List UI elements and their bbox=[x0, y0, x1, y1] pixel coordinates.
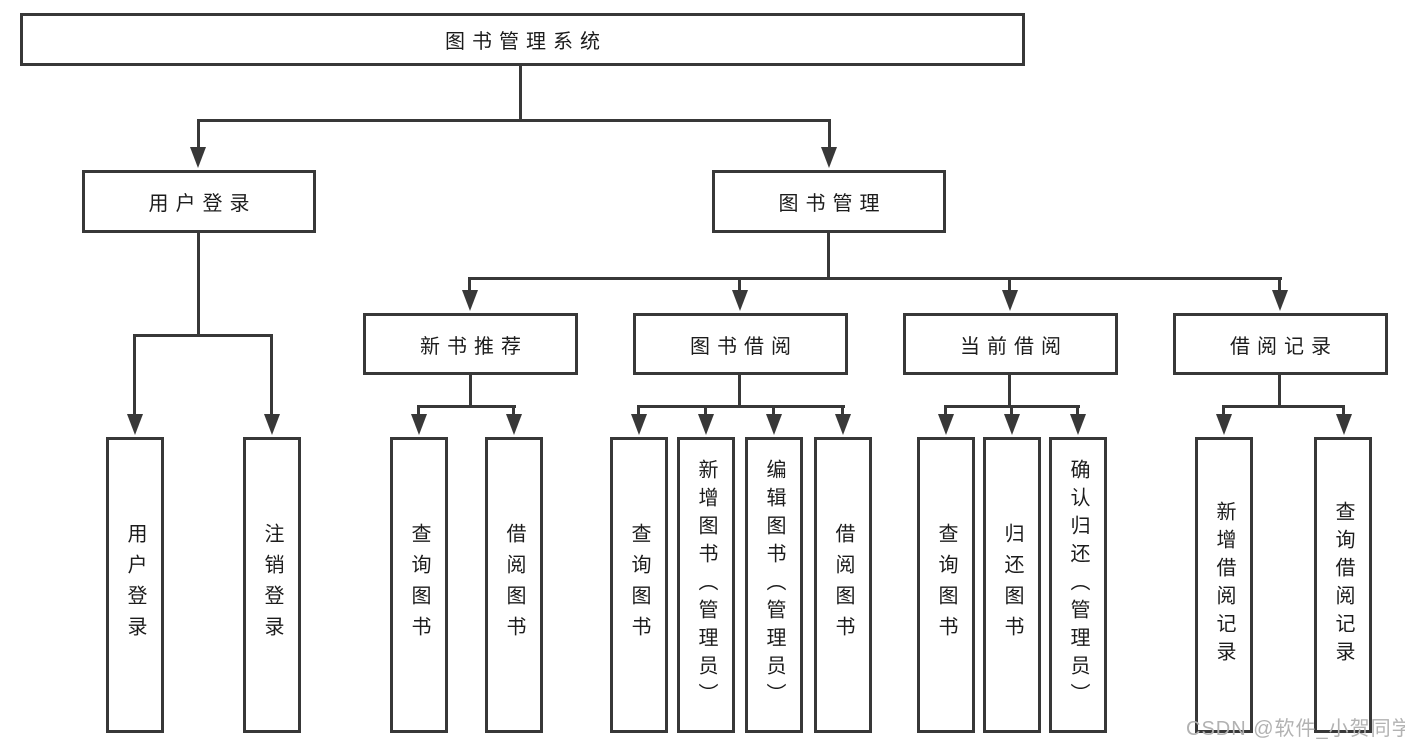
leaf-bb-query-book: 查询图书 bbox=[610, 437, 668, 733]
arrowhead-bb-add-book bbox=[698, 414, 714, 435]
connector-to-book-borrow bbox=[738, 277, 741, 293]
leaf-bb-borrow-book: 借阅图书 bbox=[814, 437, 872, 733]
connector-borrow-records-split bbox=[1222, 405, 1345, 408]
connector-root-split bbox=[197, 119, 831, 122]
connector-to-book-mgmt bbox=[828, 119, 831, 151]
connector-leaf-line bbox=[1010, 405, 1013, 417]
arrowhead-new-book-rec bbox=[462, 290, 478, 311]
arrowhead-leaf-logout bbox=[264, 414, 280, 435]
leaf-logout: 注销登录 bbox=[243, 437, 301, 733]
arrowhead-cb-return-book bbox=[1004, 414, 1020, 435]
arrowhead-bb-borrow-book bbox=[835, 414, 851, 435]
arrowhead-br-add-record bbox=[1216, 414, 1232, 435]
node-current-borrow: 当前借阅 bbox=[903, 313, 1118, 375]
arrowhead-cb-query-book bbox=[938, 414, 954, 435]
leaf-cb-query-book: 查询图书 bbox=[917, 437, 975, 733]
connector-leaf-line bbox=[512, 405, 515, 417]
node-library-system: 图书管理系统 bbox=[20, 13, 1025, 66]
connector-user-login-split bbox=[134, 334, 273, 337]
connector-leaf-line bbox=[704, 405, 707, 417]
connector-book-borrow-trunk bbox=[738, 375, 741, 407]
arrowhead-user-login bbox=[190, 147, 206, 168]
connector-leaf-line bbox=[1222, 405, 1225, 417]
leaf-bb-add-book: 新增图书（管理员） bbox=[677, 437, 735, 733]
connector-to-leaf-user-login bbox=[133, 334, 136, 417]
node-book-mgmt: 图书管理 bbox=[712, 170, 946, 233]
connector-to-borrow-records bbox=[1278, 277, 1281, 293]
leaf-cb-return-book: 归还图书 bbox=[983, 437, 1041, 733]
leaf-bb-edit-book: 编辑图书（管理员） bbox=[745, 437, 803, 733]
connector-book-mgmt-trunk bbox=[827, 233, 830, 279]
connector-to-user-login bbox=[197, 119, 200, 151]
connector-leaf-line bbox=[1342, 405, 1345, 417]
connector-user-login-trunk bbox=[197, 233, 200, 336]
node-new-book-rec: 新书推荐 bbox=[363, 313, 578, 375]
connector-leaf-line bbox=[417, 405, 420, 417]
connector-to-leaf-logout bbox=[270, 334, 273, 417]
connector-borrow-records-trunk bbox=[1278, 375, 1281, 407]
watermark-text: CSDN @软件_小贺同学 bbox=[1186, 718, 1405, 740]
connector-book-mgmt-split bbox=[468, 277, 1282, 280]
arrowhead-current-borrow bbox=[1002, 290, 1018, 311]
arrowhead-book-mgmt bbox=[821, 147, 837, 168]
connector-leaf-line bbox=[1076, 405, 1079, 417]
arrowhead-book-borrow bbox=[732, 290, 748, 311]
connector-leaf-line bbox=[637, 405, 640, 417]
connector-new-book-rec-split bbox=[417, 405, 516, 408]
node-book-borrow: 图书借阅 bbox=[633, 313, 848, 375]
arrowhead-br-query-record bbox=[1336, 414, 1352, 435]
arrowhead-cb-confirm-return bbox=[1070, 414, 1086, 435]
leaf-rec-borrow-book: 借阅图书 bbox=[485, 437, 543, 733]
arrowhead-bb-query-book bbox=[631, 414, 647, 435]
connector-root-trunk bbox=[519, 66, 522, 121]
connector-new-book-rec-trunk bbox=[469, 375, 472, 407]
connector-leaf-line bbox=[944, 405, 947, 417]
connector-book-borrow-split bbox=[637, 405, 845, 408]
arrowhead-borrow-records bbox=[1272, 290, 1288, 311]
connector-to-new-book-rec bbox=[468, 277, 471, 293]
leaf-rec-query-book: 查询图书 bbox=[390, 437, 448, 733]
leaf-br-add-record: 新增借阅记录 bbox=[1195, 437, 1253, 733]
connector-to-current-borrow bbox=[1008, 277, 1011, 293]
node-user-login: 用户登录 bbox=[82, 170, 316, 233]
connector-leaf-line bbox=[841, 405, 844, 417]
leaf-cb-confirm-return: 确认归还（管理员） bbox=[1049, 437, 1107, 733]
node-borrow-records: 借阅记录 bbox=[1173, 313, 1388, 375]
leaf-user-login: 用户登录 bbox=[106, 437, 164, 733]
arrowhead-rec-query-book bbox=[411, 414, 427, 435]
leaf-br-query-record: 查询借阅记录 bbox=[1314, 437, 1372, 733]
arrowhead-rec-borrow-book bbox=[506, 414, 522, 435]
connector-current-borrow-trunk bbox=[1008, 375, 1011, 407]
arrowhead-leaf-user-login bbox=[127, 414, 143, 435]
connector-leaf-line bbox=[772, 405, 775, 417]
arrowhead-bb-edit-book bbox=[766, 414, 782, 435]
